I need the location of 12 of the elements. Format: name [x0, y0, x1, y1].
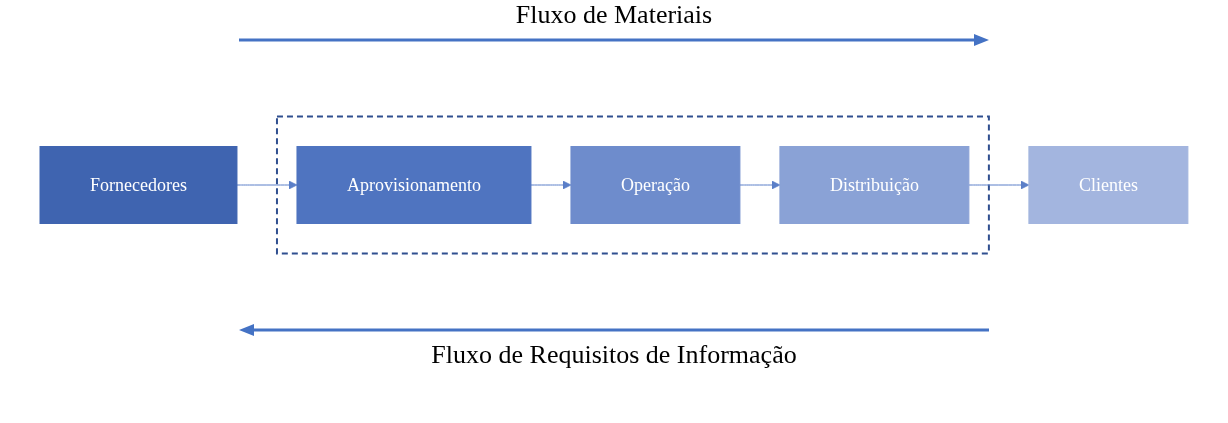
node-box: Aprovisionamento: [296, 146, 532, 224]
flow-label: Fluxo de Materiais: [515, 0, 713, 30]
arrow: [968, 180, 1030, 190]
node-box: Operação: [570, 146, 741, 224]
arrow: [530, 180, 572, 190]
arrow: [236, 180, 298, 190]
arrow: [739, 180, 781, 190]
node-box: Distribuição: [779, 146, 970, 224]
node-box: Fornecedores: [39, 146, 238, 224]
node-box: Clientes: [1028, 146, 1189, 224]
cluster: [276, 115, 990, 255]
flow-label: Fluxo de Requisitos de Informação: [431, 340, 797, 370]
